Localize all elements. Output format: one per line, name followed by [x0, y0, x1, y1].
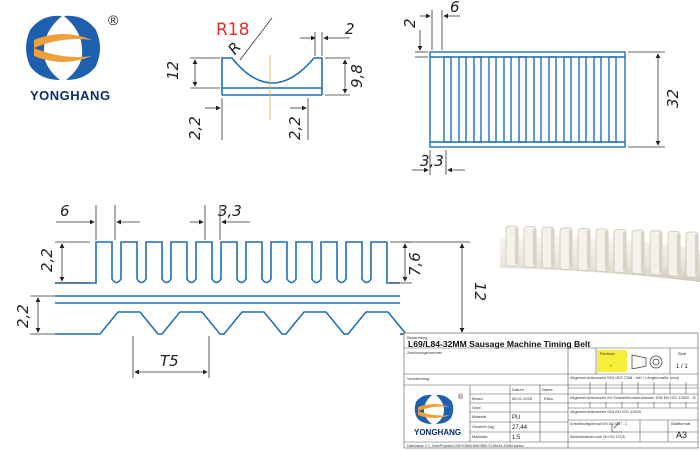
top-view-outline [429, 51, 626, 148]
tb-row-3-value: 27,44 [512, 425, 528, 431]
tb-name-label: Name [542, 387, 553, 392]
top-view-dimensions [412, 10, 665, 175]
tb-surface-label: Schweißnahtgüte nach EN ISO 5817 - C [570, 422, 628, 426]
belt-tooth-shade-8 [641, 232, 644, 272]
side-dim-bottom-pitch: T5 [160, 352, 179, 370]
tb-row-0-label: Bearb. [472, 396, 484, 401]
side-dim-gap: 3,3 [218, 202, 242, 220]
tooth-profile [55, 241, 400, 284]
slot-11 [593, 56, 602, 143]
tb-surface-label2: Werkstückkanten nach DIN ISO 13715 [570, 435, 625, 439]
slot-8 [548, 56, 557, 143]
title-block [403, 332, 699, 449]
slot-1 [443, 56, 452, 143]
tb-drawing-no-label: Zeichnungsnummer [407, 350, 443, 355]
belt-tooth-shade-6 [605, 231, 608, 270]
side-view [55, 241, 408, 335]
slot-10 [578, 56, 587, 143]
tolerance-grid [568, 382, 698, 408]
slot-5 [503, 56, 512, 143]
dim-top-right: 2 [345, 20, 355, 38]
top-dim-left: 2 [401, 18, 419, 28]
tb-row-2-label: Material [472, 414, 486, 419]
belt-tooth-shade-10 [677, 233, 680, 274]
tb-sheet-value: 1 / 1 [676, 364, 688, 370]
side-view-dimensions [30, 205, 470, 378]
tb-format-value: A3 [676, 430, 687, 440]
tb-tolerance-header: Allgemeintoleranzen DIN ISO 2768 - mK / … [570, 375, 680, 380]
tb-sheet-label: Blatt [678, 351, 687, 356]
belt-tooth-shade-7 [623, 231, 626, 271]
radius-small-label: R [224, 38, 244, 58]
belt-photo-teeth [505, 225, 699, 278]
tb-row-4-value: 1:5 [512, 435, 521, 441]
tb-row-3-label: Gewicht (kg) [472, 424, 495, 429]
top-dim-bottom: 3,3 [420, 152, 444, 170]
tb-row-0-name: Elisa [544, 396, 553, 401]
belt-tooth-shade-3 [551, 229, 554, 267]
brand-logo: YONGHANG ® [26, 12, 119, 103]
tb-tolerance-header3: Allgemeintoleranzen DIN EN ISO 13920 [570, 409, 642, 414]
side-dim-left-lower: 2,2 [14, 304, 32, 328]
dim-bottom-right: 2,2 [286, 116, 304, 140]
projection-symbol-icon [631, 354, 663, 370]
belt-tooth-shade-4 [569, 229, 572, 268]
slot-2 [458, 56, 467, 143]
tb-tolerance-header2: Allgemeintoleranzen für Schweißkonstrukt… [570, 395, 696, 400]
tb-date-label: Datum [512, 387, 524, 392]
side-dim-total-height: 12 [471, 282, 489, 301]
tb-row-2-value: PU [512, 415, 520, 421]
brand-name: YONGHANG [30, 88, 111, 103]
top-dim-height: 32 [664, 89, 682, 108]
title-logo-mark-icon [414, 394, 454, 424]
logo-mark-icon [26, 15, 100, 80]
title-registered-mark: ® [458, 393, 464, 401]
radius-label: R18 [216, 20, 249, 40]
slot-12 [608, 56, 617, 143]
belt-photo [497, 218, 700, 290]
slot-9 [563, 56, 572, 143]
tb-footer: Dateiname: C:\_TeamProjects\CAD\YONGHANG… [407, 444, 524, 448]
registered-mark: ® [108, 12, 119, 28]
tb-row-1-label: Gepr. [472, 405, 482, 410]
slot-3 [473, 56, 482, 143]
top-view [429, 51, 626, 148]
profile-view [221, 57, 323, 96]
dim-right-height: 9,8 [348, 64, 366, 88]
radius-leader [239, 17, 273, 61]
slot-7 [533, 56, 542, 143]
belt-tooth-shade-5 [587, 230, 590, 269]
tb-row-0-date: 05.01.2025 [512, 396, 533, 401]
profile-outline [221, 57, 323, 89]
slot-4 [488, 56, 497, 143]
dim-left-height: 12 [164, 61, 182, 80]
belt-tooth-shade-11 [695, 234, 698, 275]
tb-revision-label: Revision [600, 351, 615, 356]
revision-highlight [597, 350, 627, 372]
belt-tooth-shade-1 [515, 228, 518, 264]
top-dim-width: 6 [450, 0, 460, 16]
trapezoid-profile [55, 311, 408, 335]
slot-6 [518, 56, 527, 143]
side-dim-tooth-height: 7,6 [406, 252, 424, 276]
belt-tooth-shade-9 [659, 232, 662, 273]
side-dim-left-upper: 2,2 [38, 248, 56, 272]
belt-tooth-shade-2 [533, 228, 536, 266]
tb-format-label: Blattformat [671, 421, 691, 426]
title-brand-name: YONGHANG [414, 428, 461, 437]
tb-row-4-label: Maßstab [472, 434, 488, 439]
top-view-slots [443, 56, 617, 143]
weld-symbol-icon [611, 421, 622, 433]
profile-dimensions [190, 17, 350, 140]
title-block-logo: YONGHANG ® [414, 393, 464, 437]
tb-revision-value: - [610, 363, 612, 369]
tb-title: L69/L84-32MM Sausage Machine Timing Belt [408, 339, 590, 349]
dim-bottom-left: 2,2 [186, 116, 204, 140]
tb-usage-label: Verwendung [407, 376, 429, 381]
side-dim-pitch: 6 [60, 202, 70, 220]
tb-header-label: Benennung [407, 335, 427, 340]
